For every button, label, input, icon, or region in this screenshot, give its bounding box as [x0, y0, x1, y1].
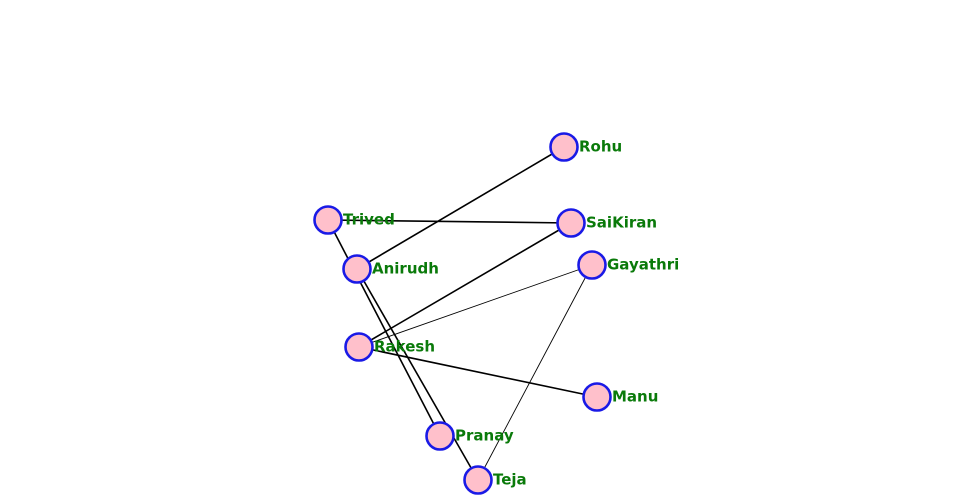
node-label-manu: Manu — [612, 388, 658, 406]
node-label-pranay: Pranay — [455, 427, 514, 445]
node-label-saikiran: SaiKiran — [586, 214, 657, 232]
node-label-gayathri: Gayathri — [607, 256, 679, 274]
edge-rakesh-saikiran — [358, 222, 572, 348]
node-circle-saikiran[interactable] — [556, 208, 586, 238]
edge-anirudh-rohu — [356, 146, 565, 270]
edges-layer — [327, 146, 598, 481]
node-gayathri[interactable]: Gayathri — [577, 250, 680, 280]
node-label-trived: Trived — [343, 211, 395, 229]
node-label-rohu: Rohu — [579, 138, 622, 156]
node-manu[interactable]: Manu — [582, 382, 659, 412]
edge-gayathri-teja — [477, 264, 593, 481]
node-anirudh[interactable]: Anirudh — [342, 254, 439, 284]
edge-anirudh-teja — [356, 268, 479, 481]
edge-rakesh-manu — [358, 346, 598, 398]
node-circle-trived[interactable] — [313, 205, 343, 235]
node-circle-pranay[interactable] — [425, 421, 455, 451]
node-label-rakesh: Rakesh — [374, 338, 435, 356]
node-pranay[interactable]: Pranay — [425, 421, 514, 451]
edge-rakesh-gayathri — [358, 264, 593, 348]
node-circle-teja[interactable] — [463, 465, 493, 495]
node-label-teja: Teja — [493, 471, 527, 489]
node-circle-manu[interactable] — [582, 382, 612, 412]
node-saikiran[interactable]: SaiKiran — [556, 208, 658, 238]
node-rohu[interactable]: Rohu — [549, 132, 623, 162]
node-circle-rohu[interactable] — [549, 132, 579, 162]
node-circle-gayathri[interactable] — [577, 250, 607, 280]
edge-trived-saikiran — [327, 219, 572, 224]
node-trived[interactable]: Trived — [313, 205, 395, 235]
node-circle-anirudh[interactable] — [342, 254, 372, 284]
node-teja[interactable]: Teja — [463, 465, 527, 495]
node-rakesh[interactable]: Rakesh — [344, 332, 436, 362]
node-label-anirudh: Anirudh — [372, 260, 439, 278]
edge-trived-pranay — [327, 219, 441, 437]
node-circle-rakesh[interactable] — [344, 332, 374, 362]
